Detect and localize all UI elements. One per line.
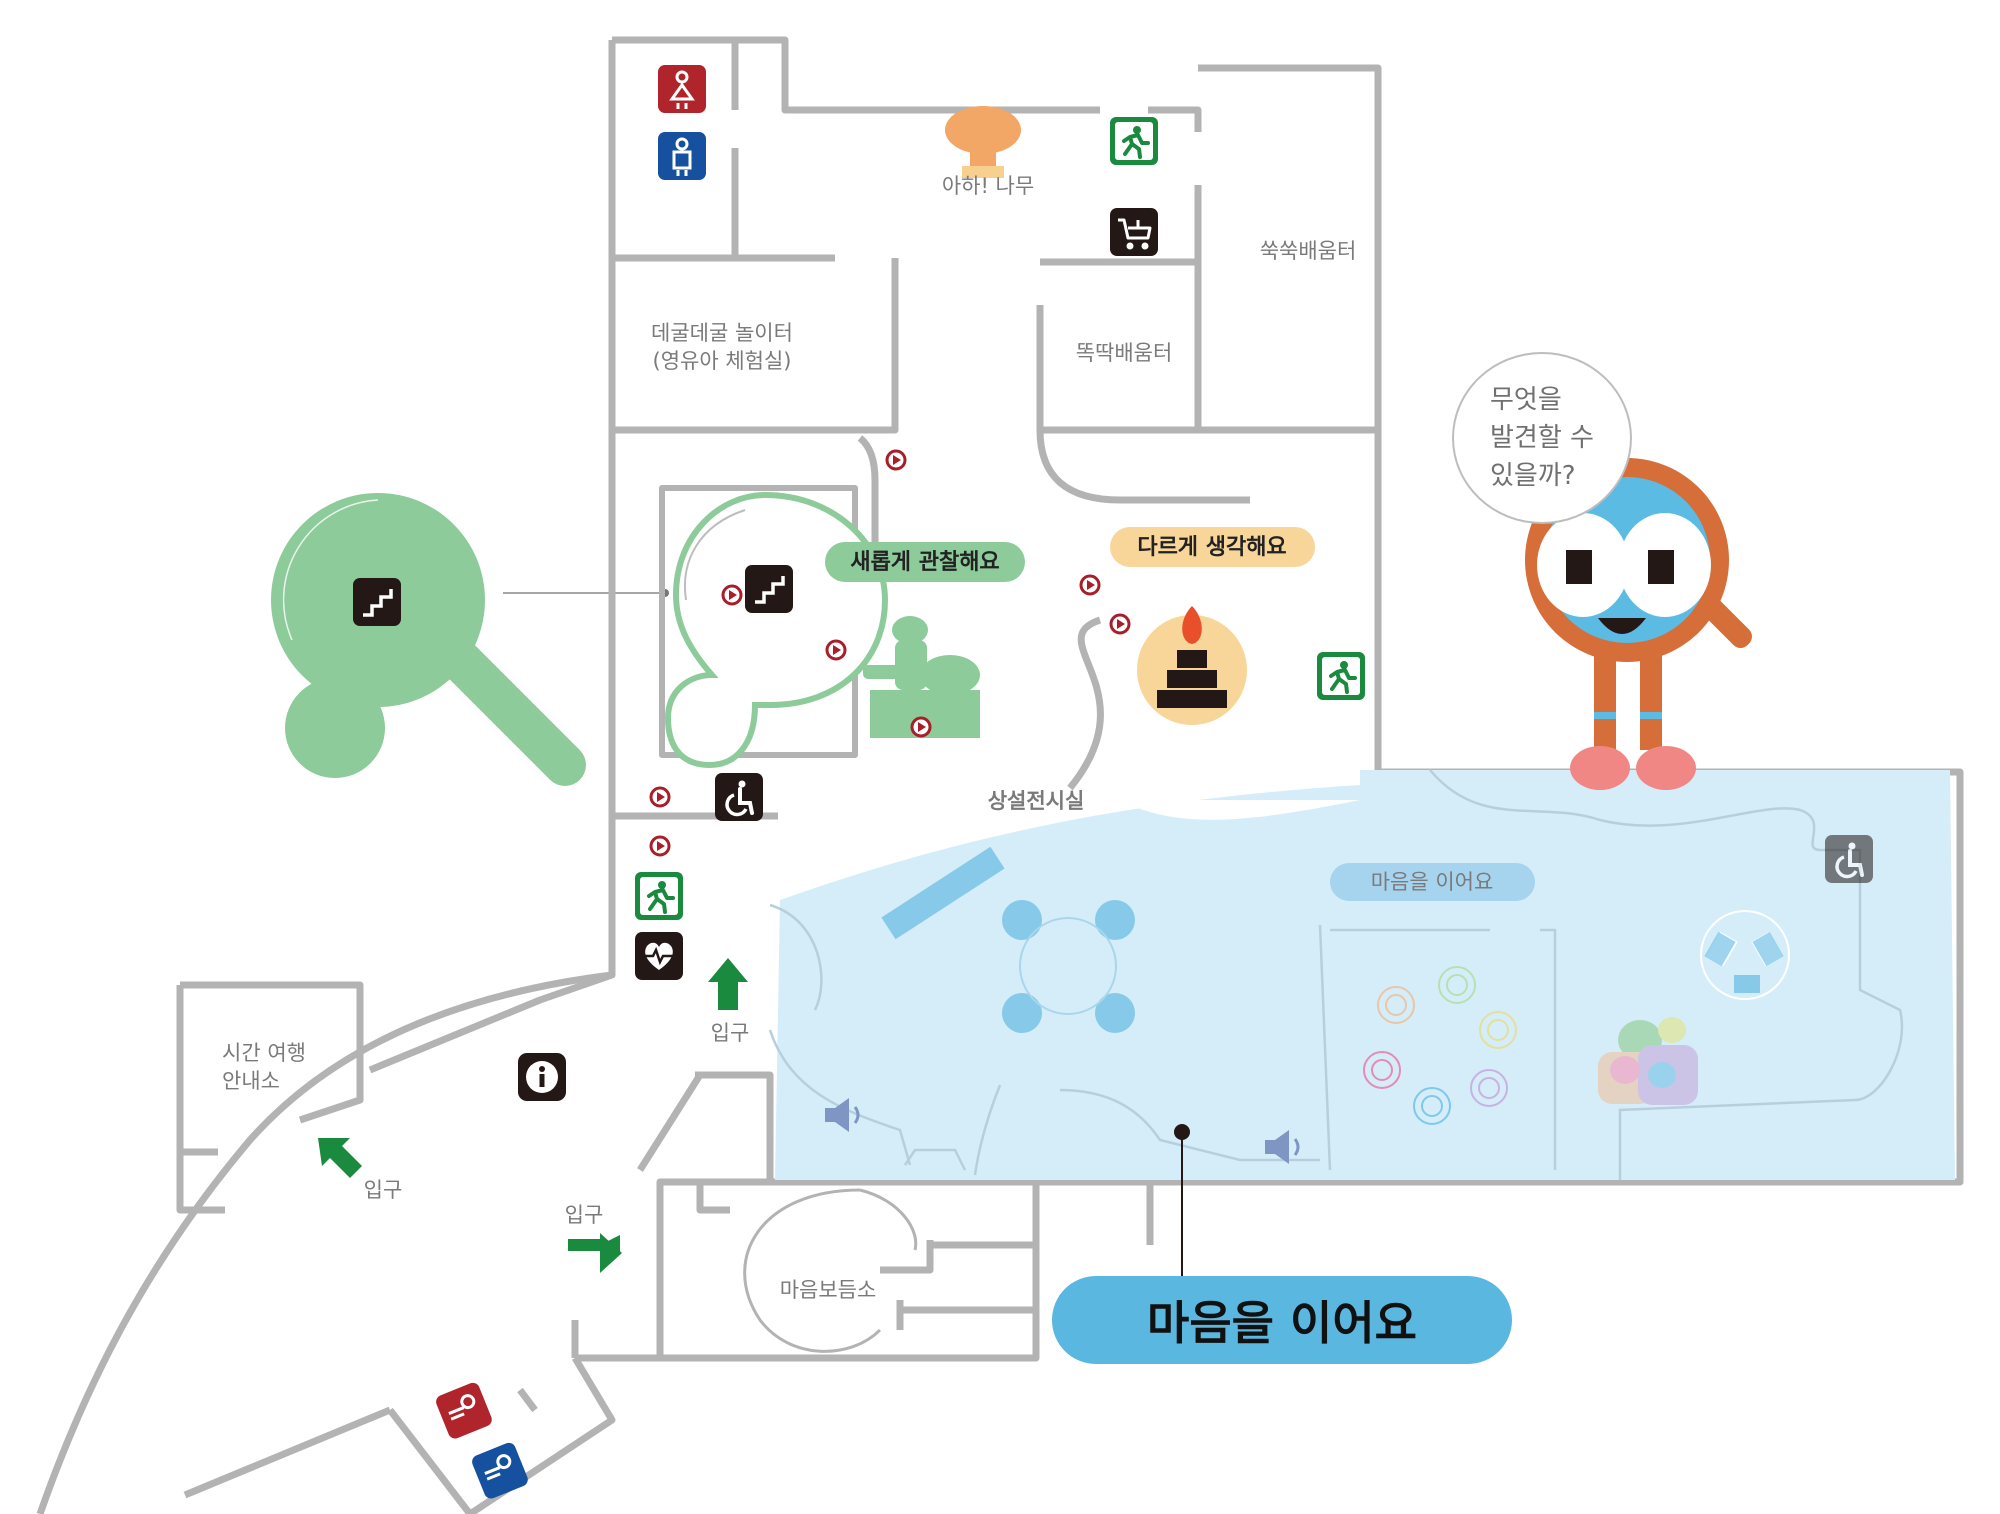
emergency-exit-icon xyxy=(633,870,685,922)
restroom-male-icon xyxy=(658,132,706,180)
emergency-exit-icon xyxy=(1108,115,1160,167)
play-marker-icon[interactable] xyxy=(825,639,847,661)
restroom-male-icon xyxy=(472,1442,528,1499)
information-icon[interactable] xyxy=(518,1053,566,1101)
wheelchair-icon xyxy=(1823,833,1875,885)
entrance-arrow-icon xyxy=(318,958,748,1273)
think-badge xyxy=(1110,527,1315,567)
cake-illustration xyxy=(1137,606,1247,725)
play-marker-icon[interactable] xyxy=(910,716,932,738)
mascot-illustration xyxy=(1525,458,1752,790)
connect-zone-callout[interactable]: 마음을 이어요 xyxy=(1052,1276,1512,1364)
stroller-icon xyxy=(1110,208,1158,256)
think-label: 다르게 생각해요 xyxy=(1137,535,1286,560)
care-room-label: 마음보듬소 xyxy=(780,1278,877,1302)
play-marker-icon[interactable] xyxy=(1079,574,1101,596)
stairs-icon xyxy=(743,563,795,615)
statue-illustration xyxy=(863,616,980,738)
tree-illustration xyxy=(945,106,1021,178)
permanent-hall-label: 상설전시실 xyxy=(988,789,1085,813)
emergency-exit-icon xyxy=(1315,650,1367,702)
toddler-room-sublabel: (영유아 체험실) xyxy=(653,349,792,373)
entrance-label: 입구 xyxy=(364,1178,403,1202)
play-marker-icon[interactable] xyxy=(721,584,743,606)
restroom-female-icon xyxy=(658,65,706,113)
defibrillator-icon xyxy=(635,932,683,980)
entrance-label: 입구 xyxy=(565,1203,604,1227)
toddler-room-label: 데굴데굴 놀이터 xyxy=(651,321,793,345)
observe-badge xyxy=(825,542,1025,582)
tree-label: 아하! 나무 xyxy=(942,174,1034,198)
sprout-room-label: 쑥쑥배움터 xyxy=(1260,239,1357,263)
wheelchair-icon xyxy=(713,771,765,823)
connect-zone-label: 마음을 이어요 xyxy=(1371,870,1494,894)
restroom-female-icon xyxy=(436,1382,492,1439)
care-room-outline xyxy=(743,1188,918,1353)
mascot-speech-bubble: 무엇을 발견할 수 있을까? xyxy=(1452,352,1632,524)
wall-stub xyxy=(517,1387,538,1413)
play-marker-icon[interactable] xyxy=(885,449,907,471)
play-marker-icon[interactable] xyxy=(1109,613,1131,635)
play-marker-icon[interactable] xyxy=(649,786,671,808)
observe-label: 새롭게 관찰해요 xyxy=(850,550,999,575)
callout-pointer-dot xyxy=(1174,1124,1190,1140)
ttokttak-room-label: 똑딱배움터 xyxy=(1076,341,1173,365)
play-marker-icon[interactable] xyxy=(649,835,671,857)
walls xyxy=(36,36,1964,1514)
time-travel-sublabel: 안내소 xyxy=(222,1069,280,1093)
connect-zone[interactable]: 마음을 이어요 xyxy=(768,769,1955,1180)
entrance-label: 입구 xyxy=(711,1021,750,1045)
stairs-icon xyxy=(351,576,403,628)
time-travel-label: 시간 여행 xyxy=(222,1041,306,1065)
